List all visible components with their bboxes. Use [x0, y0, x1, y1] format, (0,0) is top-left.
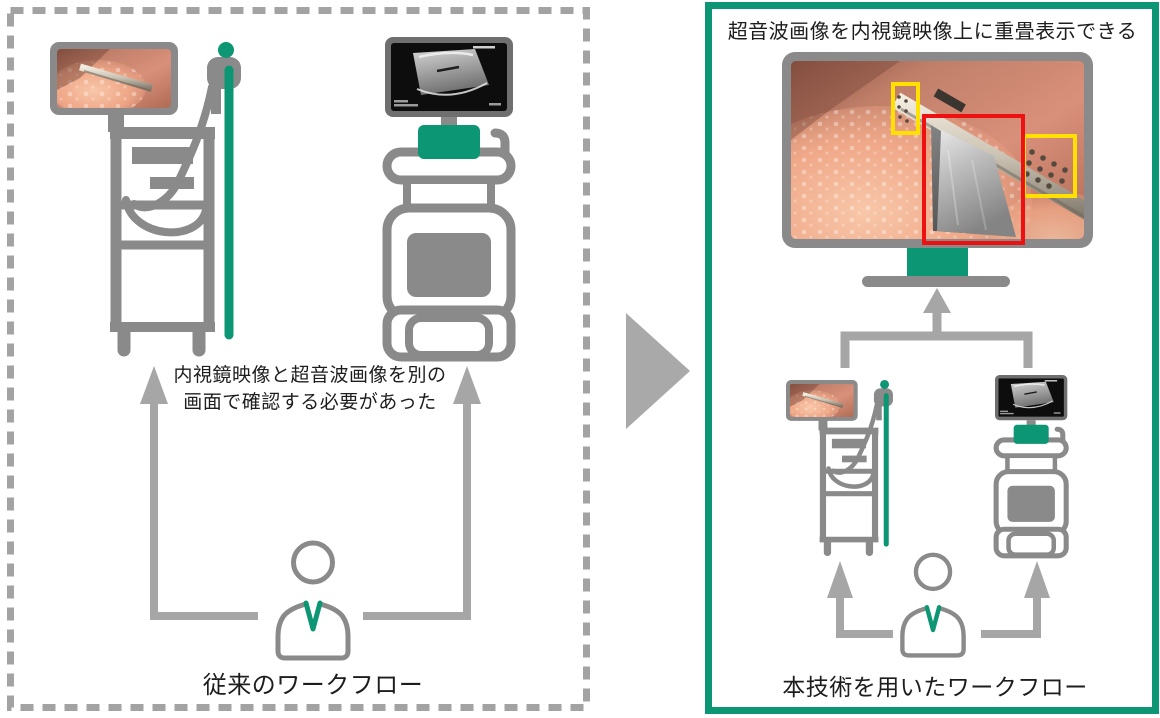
new-workflow-title: 超音波画像を内視鏡映像上に重畳表示できる: [727, 21, 1138, 43]
yellow-highlight-box-left: [891, 82, 920, 135]
endoscope-tower-small-icon: [786, 380, 893, 552]
overlay-monitor-icon: [782, 52, 1093, 287]
new-workflow-label: 本技術を用いたワークフロー: [782, 674, 1088, 700]
conventional-flow-arrows: [140, 366, 481, 620]
new-workflow-panel-border: [705, 2, 1159, 714]
ultrasound-cart-icon: [385, 37, 513, 357]
conventional-workflow-label: 従来のワークフロー: [202, 672, 424, 699]
person-icon: [278, 543, 348, 658]
conventional-note-line2: 画面で確認する必要があった: [183, 392, 437, 413]
conventional-panel-border: [7, 7, 590, 711]
endoscope-tower-icon: [50, 42, 241, 350]
monitor-base: [862, 276, 1010, 287]
new-flow-arrows: [827, 561, 1050, 638]
person-small-icon: [902, 555, 963, 656]
arrow-right-icon: [626, 313, 690, 429]
conventional-note-line1: 内視鏡映像と超音波画像を別の: [173, 365, 447, 386]
red-highlight-box: [922, 114, 1025, 245]
ultrasound-cart-small-icon: [995, 375, 1067, 556]
ultrasound-overlay-fan: [931, 125, 1016, 237]
merge-bracket-arrow: [840, 288, 1033, 368]
monitor-stand: [907, 248, 968, 278]
